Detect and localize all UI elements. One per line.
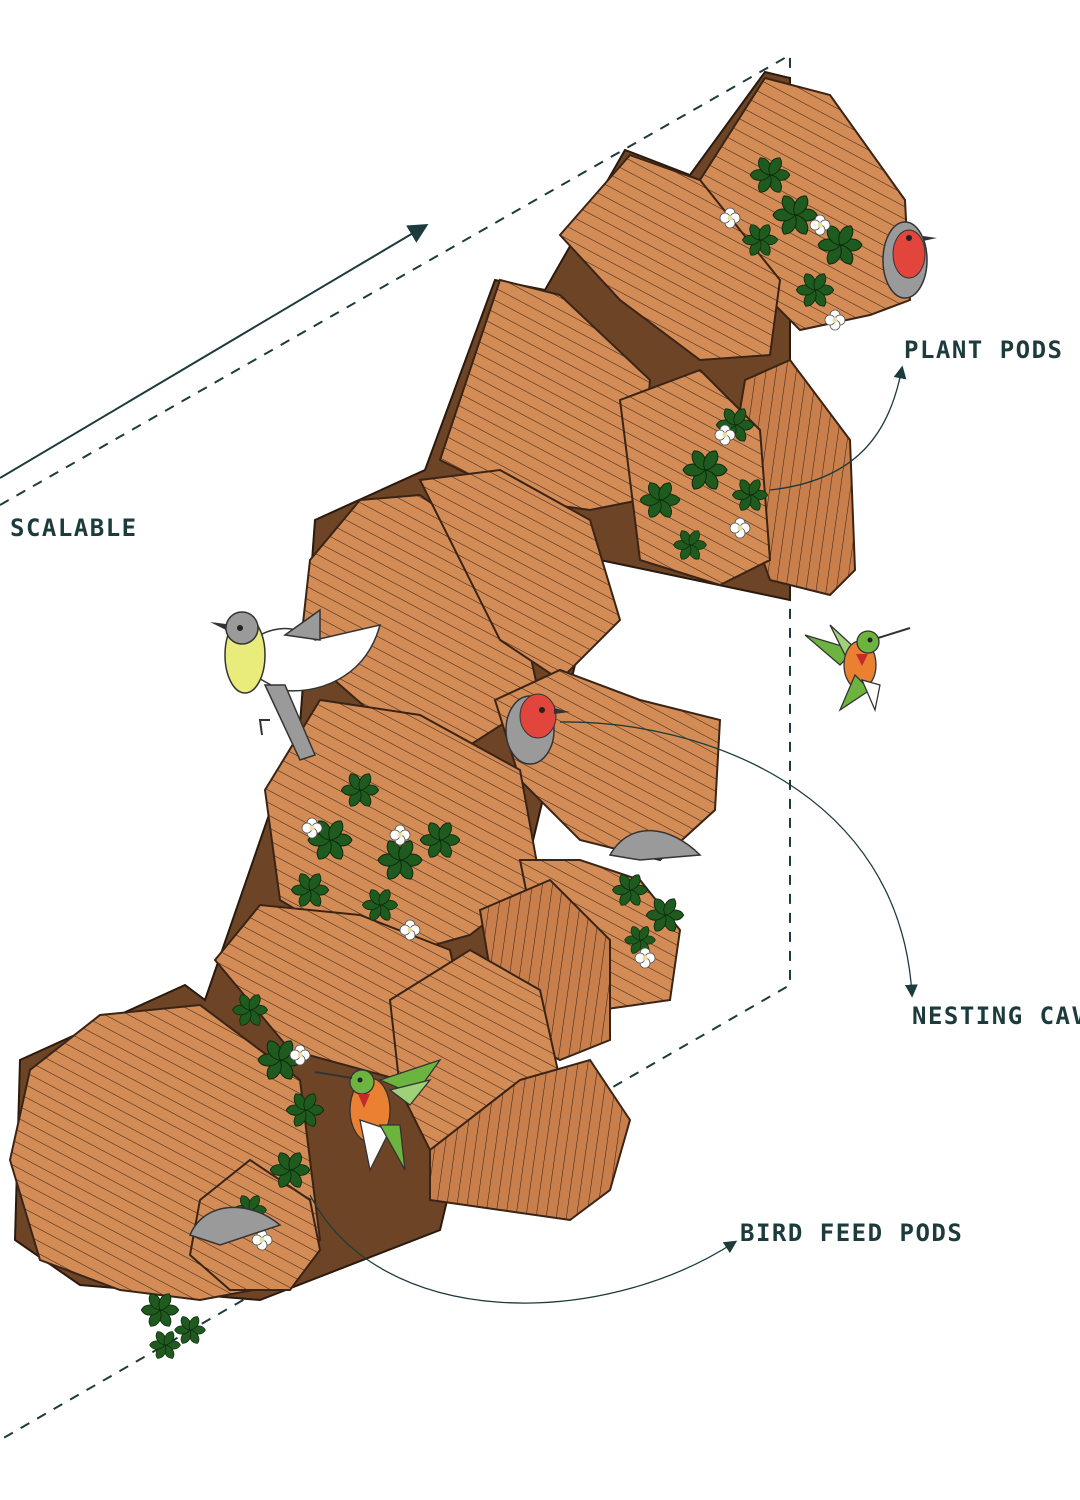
grey-bird (188, 829, 702, 1246)
feed-pods-callout (309, 1194, 738, 1304)
plant-pods-callout (769, 365, 907, 491)
pod (558, 153, 782, 362)
hummingbird (804, 624, 911, 713)
plant-pods-label: PLANT PODS (904, 336, 1064, 364)
nesting-callout (559, 721, 918, 998)
nesting-cavities-label: NESTING CAV (912, 1002, 1080, 1030)
pod (418, 468, 622, 682)
hummingbird (314, 1058, 442, 1172)
scalable-arrow (0, 223, 429, 479)
bird-feed-pods-label: BIRD FEED PODS (740, 1219, 964, 1247)
pod (429, 1058, 632, 1222)
scalable-label: SCALABLE (10, 514, 138, 542)
warbler-bird (210, 608, 382, 761)
callout-arrows (309, 365, 918, 1304)
robin-bird (505, 693, 570, 765)
pods (8, 76, 912, 1302)
robin-bird (882, 221, 937, 299)
